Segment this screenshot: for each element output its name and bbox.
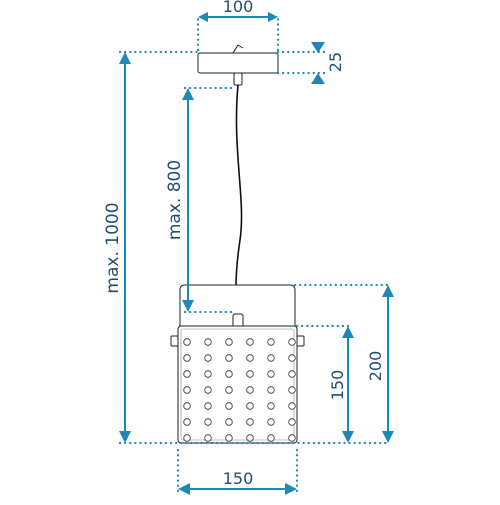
perforation-hole	[267, 354, 275, 362]
perforation-hole	[267, 386, 275, 394]
canopy-width-label: 100	[223, 0, 254, 16]
canopy-hook	[232, 44, 244, 54]
cable-grip-top	[233, 72, 243, 86]
side-knob-right	[296, 335, 305, 347]
perforation-hole	[267, 418, 275, 426]
perforation-hole	[267, 402, 275, 410]
perforation-hole	[288, 402, 296, 410]
perforation-hole	[183, 402, 191, 410]
perforation-hole	[183, 338, 191, 346]
shade-perforations	[183, 338, 296, 442]
side-knob-left	[170, 335, 179, 347]
perforation-hole	[246, 338, 254, 346]
perforation-hole	[183, 354, 191, 362]
dimension-max-total-height: max. 1000	[103, 52, 131, 443]
perforation-hole	[225, 354, 233, 362]
perforation-hole	[246, 434, 254, 442]
perforation-hole	[183, 418, 191, 426]
perforation-hole	[288, 386, 296, 394]
perforation-hole	[288, 434, 296, 442]
perforation-hole	[204, 338, 212, 346]
dimension-shade-width: 150	[178, 469, 297, 495]
perforation-hole	[288, 370, 296, 378]
perforation-hole	[246, 354, 254, 362]
perforation-hole	[225, 338, 233, 346]
ceiling-canopy	[197, 52, 279, 74]
perforation-hole	[204, 434, 212, 442]
lamp	[170, 44, 305, 444]
perforation-hole	[204, 370, 212, 378]
max-total-height-label: max. 1000	[103, 202, 123, 293]
perforation-hole	[246, 370, 254, 378]
perforation-hole	[267, 370, 275, 378]
perforation-hole	[246, 402, 254, 410]
lamp-shade-inner-edge	[180, 328, 295, 441]
perforation-hole	[288, 418, 296, 426]
perforation-hole	[183, 434, 191, 442]
shade-width-label: 150	[223, 469, 254, 488]
perforation-hole	[267, 338, 275, 346]
extension-lines	[118, 13, 392, 497]
perforation-hole	[225, 402, 233, 410]
perforation-hole	[204, 402, 212, 410]
perforation-hole	[204, 354, 212, 362]
lamp-bracket	[179, 284, 296, 338]
perforation-hole	[183, 386, 191, 394]
max-cable-length-label: max. 800	[165, 160, 185, 240]
perforation-hole	[225, 418, 233, 426]
dimension-max-cable-length: max. 800	[165, 88, 194, 312]
perforation-hole	[225, 434, 233, 442]
dimension-lamp-height: 200	[366, 285, 394, 443]
perforation-hole	[288, 354, 296, 362]
lamp-height-label: 200	[366, 351, 385, 382]
perforation-hole	[246, 386, 254, 394]
lamp-shade	[177, 325, 298, 444]
perforation-hole	[288, 338, 296, 346]
dimension-canopy-width: 100	[198, 0, 278, 22]
perforation-hole	[204, 386, 212, 394]
dimension-canopy-height: 25	[311, 42, 345, 84]
perforation-hole	[183, 370, 191, 378]
canopy-height-label: 25	[326, 52, 345, 72]
cable	[235, 84, 243, 316]
perforation-hole	[225, 386, 233, 394]
perforation-hole	[204, 418, 212, 426]
shade-height-label: 150	[328, 370, 347, 401]
dimension-shade-height: 150	[328, 326, 354, 443]
perforation-hole	[267, 434, 275, 442]
perforation-hole	[246, 418, 254, 426]
perforation-hole	[225, 370, 233, 378]
